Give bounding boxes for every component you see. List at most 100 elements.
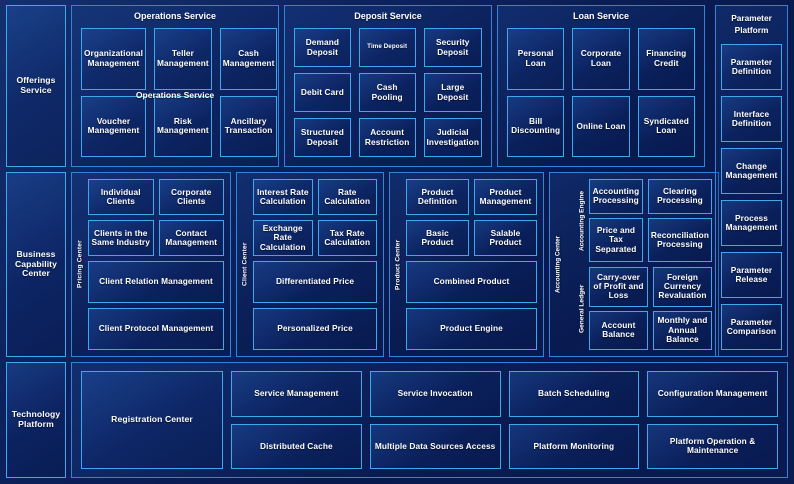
group-pricing-center[interactable]: Pricing Center Individual Clients Corpor… [71, 172, 231, 357]
group-parameter-platform[interactable]: Parameter Platform Parameter Definition … [715, 5, 788, 357]
leaf-clearing-processing[interactable]: Clearing Processing [647, 179, 712, 214]
leaf-ancillary-transaction[interactable]: Ancillary Transaction [219, 95, 278, 157]
leaf-combined-product[interactable]: Combined Product [406, 261, 537, 303]
leaf-exchange-rate-calculation[interactable]: Exchange Rate Calculation [253, 220, 313, 256]
rail-technology-platform[interactable]: Technology Platform [6, 362, 66, 478]
leaf-client-relation-management[interactable]: Client Relation Management [88, 261, 224, 303]
leaf-differentiated-price[interactable]: Differentiated Price [253, 261, 377, 303]
leaf-corporate-loan[interactable]: Corporate Loan [572, 28, 630, 90]
group-loan-service[interactable]: Loan Service Personal Loan Corporate Loa… [497, 5, 705, 167]
leaf-clients-in-the-same-industry[interactable]: Clients in the Same Industry [88, 220, 154, 256]
leaf-account-restriction[interactable]: Account Restriction [358, 118, 416, 157]
leaf-risk-management[interactable]: Risk Management [154, 95, 212, 157]
technology-items-grid: Service Management Service Invocation Ba… [231, 371, 778, 469]
vertical-label-product-center: Product Center [394, 239, 402, 290]
leaf-distributed-cache[interactable]: Distributed Cache [231, 423, 362, 469]
pricing-center-pair-1: Individual Clients Corporate Clients [88, 179, 224, 215]
leaf-product-management[interactable]: Product Management [474, 179, 537, 215]
leaf-service-invocation[interactable]: Service Invocation [369, 371, 501, 417]
leaf-service-management[interactable]: Service Management [231, 371, 362, 417]
general-ledger-grid: Carry-over of Profit and Loss Foreign Cu… [589, 267, 712, 350]
rail-business-capability-center[interactable]: Business Capability Center [6, 172, 66, 357]
group-title-parameter-platform: Parameter Platform [731, 13, 772, 36]
leaf-client-protocol-management[interactable]: Client Protocol Management [88, 308, 224, 350]
group-accounting-center[interactable]: Accounting Center Accounting Engine Acco… [549, 172, 719, 357]
rail-offerings-service[interactable]: Offerings Service [6, 5, 66, 167]
leaf-reconciliation-processing[interactable]: Reconciliation Processing [647, 217, 712, 262]
group-operations-service[interactable]: Operations Service Organizational Manage… [71, 5, 279, 167]
vertical-label-accounting-center: Accounting Center [554, 235, 562, 294]
leaf-basic-product[interactable]: Basic Product [406, 220, 469, 256]
group-title-deposit-service: Deposit Service [354, 11, 422, 21]
business-capability-groups: Pricing Center Individual Clients Corpor… [71, 172, 788, 357]
leaf-configuration-management[interactable]: Configuration Management [647, 371, 778, 417]
leaf-rate-calculation[interactable]: Rate Calculation [317, 179, 377, 215]
leaf-corporate-clients[interactable]: Corporate Clients [158, 179, 224, 215]
leaf-voucher-management[interactable]: Voucher Management [81, 95, 147, 157]
leaf-bill-discounting[interactable]: Bill Discounting [507, 95, 565, 157]
group-technology-platform[interactable]: Registration Center Service Management S… [71, 362, 788, 478]
leaf-online-loan[interactable]: Online Loan [572, 95, 630, 157]
leaf-salable-product[interactable]: Salable Product [474, 220, 537, 256]
leaf-product-definition[interactable]: Product Definition [406, 179, 469, 215]
leaf-security-deposit[interactable]: Security Deposit [423, 28, 482, 67]
pricing-center-pair-2: Clients in the Same Industry Contact Man… [88, 220, 224, 256]
leaf-parameter-comparison[interactable]: Parameter Comparison [721, 303, 782, 350]
leaf-demand-deposit[interactable]: Demand Deposit [294, 28, 351, 67]
group-client-center[interactable]: Client Center Interest Rate Calculation … [236, 172, 384, 357]
business-capability-row: Business Capability Center Pricing Cente… [6, 172, 788, 357]
leaf-debit-card[interactable]: Debit Card [294, 73, 351, 112]
leaf-accounting-processing[interactable]: Accounting Processing [589, 179, 643, 214]
leaf-process-management[interactable]: Process Management [721, 199, 782, 246]
group-deposit-service[interactable]: Deposit Service Demand Deposit Time Depo… [284, 5, 492, 167]
leaf-syndicated-loan[interactable]: Syndicated Loan [637, 95, 695, 157]
leaf-organizational-management[interactable]: Organizational Management [81, 28, 147, 90]
leaf-monthly-and-annual-balance[interactable]: Monthly and Annual Balance [653, 310, 712, 350]
leaf-cash-management[interactable]: Cash Management [219, 28, 278, 90]
leaf-tax-rate-calculation[interactable]: Tax Rate Calculation [317, 220, 377, 256]
client-center-pair-1: Interest Rate Calculation Rate Calculati… [253, 179, 377, 215]
leaf-foreign-currency-revaluation[interactable]: Foreign Currency Revaluation [653, 267, 712, 307]
leaf-interface-definition[interactable]: Interface Definition [721, 95, 782, 142]
leaf-interest-rate-calculation[interactable]: Interest Rate Calculation [253, 179, 313, 215]
leaf-structured-deposit[interactable]: Structured Deposit [294, 118, 351, 157]
group-title-operations-service: Operations Service [133, 11, 217, 21]
leaf-batch-scheduling[interactable]: Batch Scheduling [508, 371, 640, 417]
leaf-individual-clients[interactable]: Individual Clients [88, 179, 154, 215]
product-center-pair-1: Product Definition Product Management [406, 179, 537, 215]
accounting-engine-section: Accounting Engine Accounting Processing … [576, 179, 712, 262]
loan-service-grid: Personal Loan Corporate Loan Financing C… [507, 28, 695, 157]
leaf-parameter-release[interactable]: Parameter Release [721, 251, 782, 298]
deposit-service-grid: Demand Deposit Time Deposit Security Dep… [294, 28, 482, 157]
vertical-label-pricing-center: Pricing Center [76, 240, 84, 289]
vertical-label-general-ledger: General Ledger [578, 284, 586, 333]
product-center-pair-2: Basic Product Salable Product [406, 220, 537, 256]
leaf-personal-loan[interactable]: Personal Loan [507, 28, 565, 90]
leaf-teller-management[interactable]: Teller Management [154, 28, 212, 90]
leaf-parameter-definition[interactable]: Parameter Definition [721, 43, 782, 90]
leaf-carry-over-of-profit-and-loss[interactable]: Carry-over of Profit and Loss [589, 267, 648, 307]
leaf-platform-operation-maintenance[interactable]: Platform Operation & Maintenance [647, 423, 778, 469]
leaf-cash-pooling[interactable]: Cash Pooling [358, 73, 416, 112]
leaf-financing-credit[interactable]: Financing Credit [637, 28, 695, 90]
leaf-judicial-investigation[interactable]: Judicial Investigation [423, 118, 482, 157]
leaf-price-and-tax-separated[interactable]: Price and Tax Separated [589, 217, 643, 262]
vertical-label-accounting-engine: Accounting Engine [578, 190, 586, 251]
vertical-label-client-center: Client Center [241, 242, 249, 287]
operations-service-grid: Organizational Management Teller Managem… [81, 28, 278, 157]
leaf-change-management[interactable]: Change Management [721, 147, 782, 194]
leaf-product-engine[interactable]: Product Engine [406, 308, 537, 350]
leaf-time-deposit[interactable]: Time Deposit [358, 28, 416, 67]
client-center-pair-2: Exchange Rate Calculation Tax Rate Calcu… [253, 220, 377, 256]
leaf-contact-management[interactable]: Contact Management [158, 220, 224, 256]
leaf-account-balance[interactable]: Account Balance [589, 310, 648, 350]
offerings-service-row: Offerings Service Operations Service Org… [6, 5, 788, 167]
leaf-large-deposit[interactable]: Large Deposit [423, 73, 482, 112]
accounting-engine-grid: Accounting Processing Clearing Processin… [589, 179, 712, 262]
leaf-platform-monitoring[interactable]: Platform Monitoring [508, 423, 640, 469]
leaf-multiple-data-sources-access[interactable]: Multiple Data Sources Access [369, 423, 501, 469]
group-title-loan-service: Loan Service [572, 11, 630, 21]
leaf-registration-center[interactable]: Registration Center [81, 371, 223, 469]
leaf-personalized-price[interactable]: Personalized Price [253, 308, 377, 350]
group-product-center[interactable]: Product Center Product Definition Produc… [389, 172, 544, 357]
